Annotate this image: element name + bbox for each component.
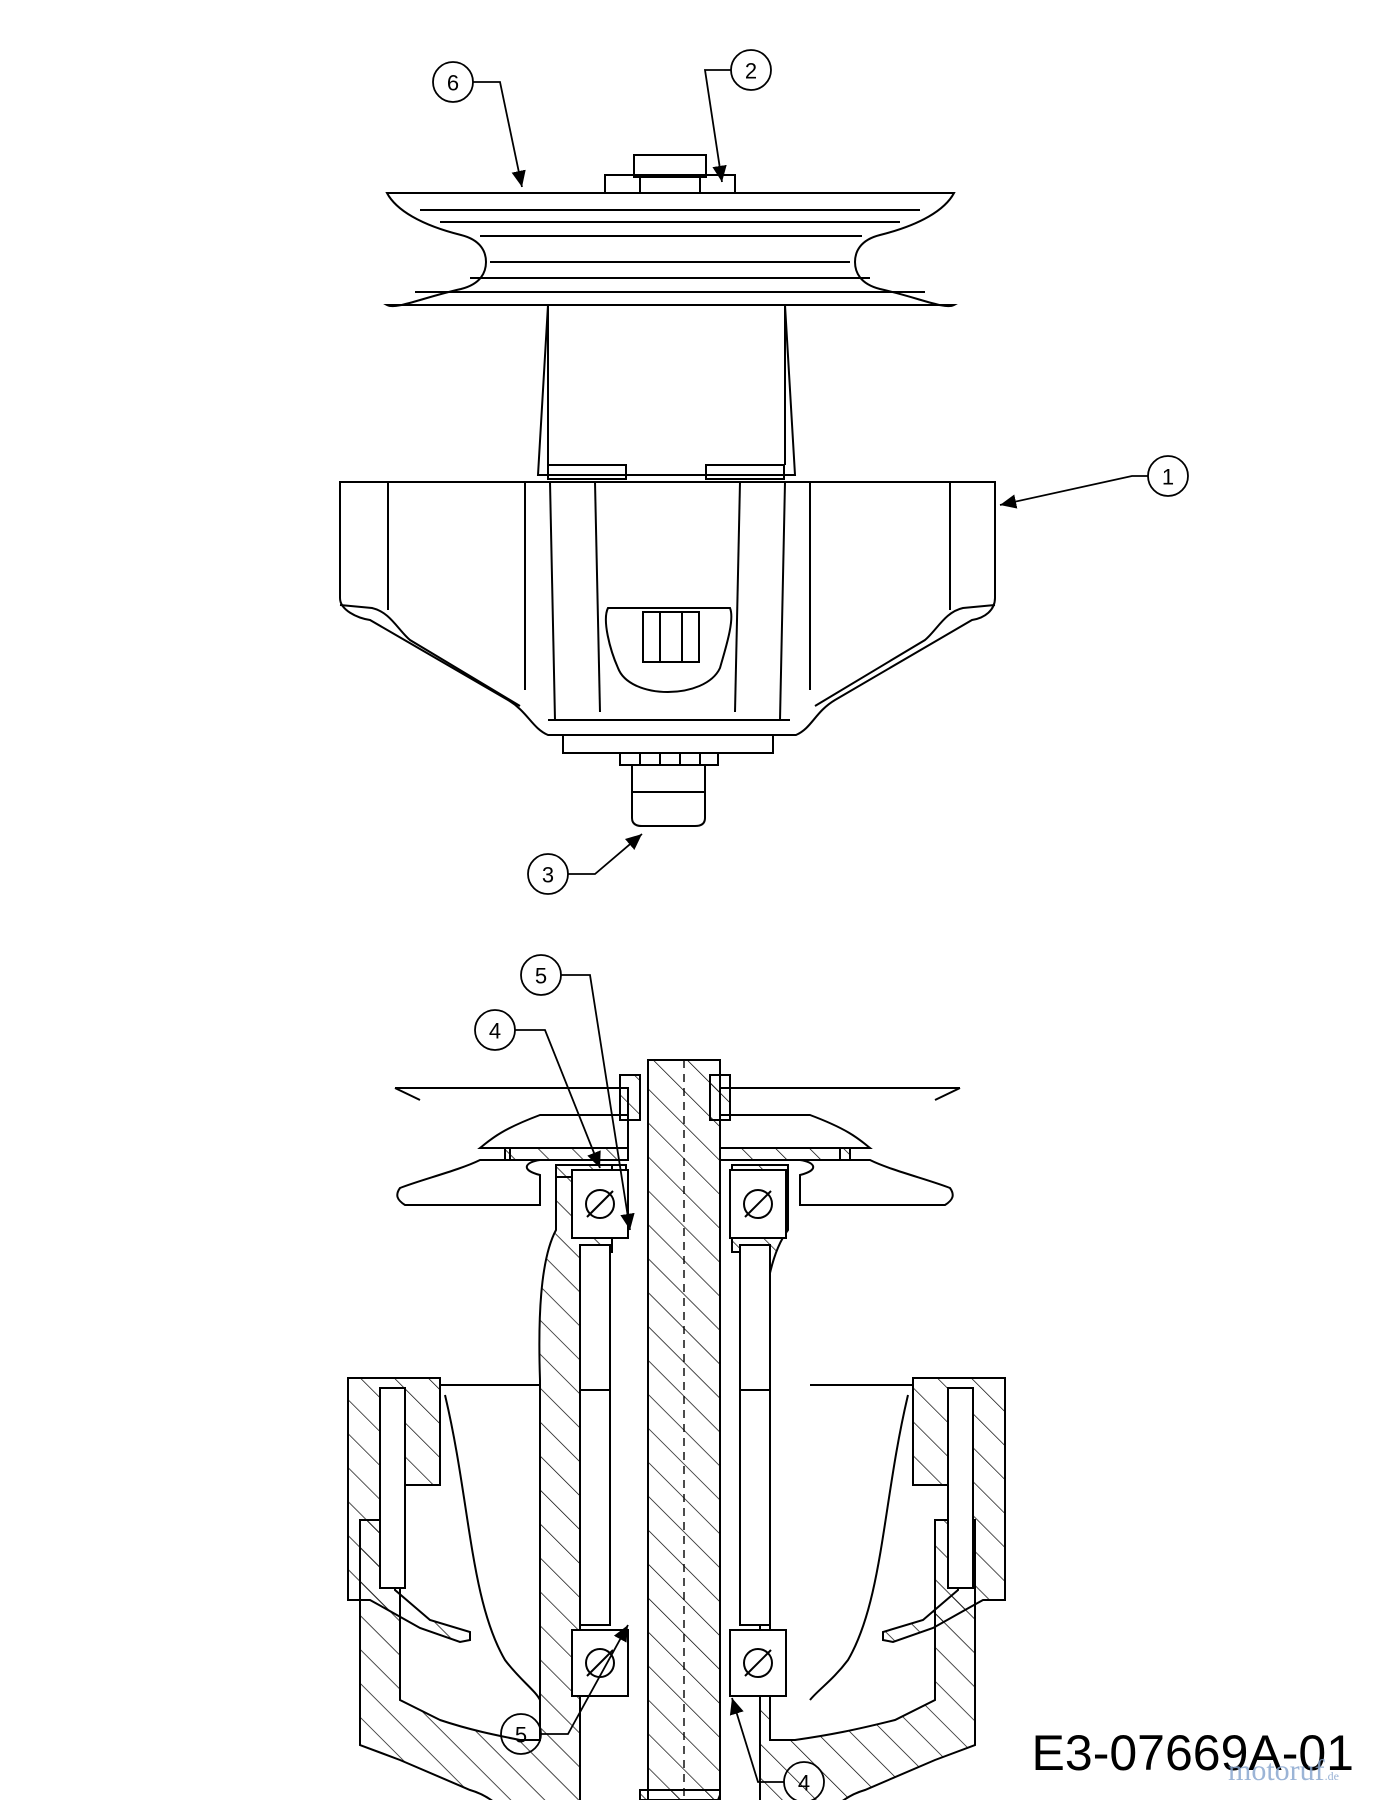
watermark-brand: motoruf bbox=[1228, 1754, 1325, 1787]
pulley bbox=[385, 192, 956, 308]
spindle-shaft-section bbox=[639, 1059, 721, 1800]
upper-bearing-right bbox=[729, 1169, 787, 1239]
callout-6: 6 bbox=[432, 61, 526, 188]
callout-1: 1 bbox=[999, 455, 1189, 509]
callout-label-3: 3 bbox=[542, 863, 554, 888]
spindle-housing bbox=[339, 481, 996, 736]
callout-label-5-top: 5 bbox=[535, 964, 547, 989]
callout-3: 3 bbox=[527, 833, 643, 895]
callout-4-bottom: 4 bbox=[729, 1697, 825, 1800]
callout-label-2: 2 bbox=[745, 59, 757, 84]
watermark-suffix: .de bbox=[1324, 1769, 1339, 1783]
callout-label-5-bottom: 5 bbox=[515, 1723, 527, 1748]
upper-bearing-left bbox=[571, 1169, 629, 1239]
watermark-logo: motoruf.de bbox=[1228, 1754, 1339, 1788]
lower-bearing-right bbox=[729, 1629, 787, 1697]
housing-section-left bbox=[347, 1164, 627, 1800]
callout-2: 2 bbox=[703, 49, 772, 183]
callouts: 6 2 1 3 5 4 bbox=[432, 49, 1189, 1800]
housing-section-right bbox=[731, 1164, 1006, 1800]
exterior-view bbox=[339, 154, 996, 827]
callout-label-4-bottom: 4 bbox=[798, 1771, 810, 1796]
drawing-number: E3-07669A-01 bbox=[1031, 1725, 1354, 1781]
callout-4-top: 4 bbox=[474, 1009, 601, 1169]
callout-5-top: 5 bbox=[520, 954, 635, 1231]
nut bbox=[604, 154, 736, 194]
spindle-shaft-bottom bbox=[562, 734, 774, 827]
callout-label-4-top: 4 bbox=[489, 1019, 501, 1044]
section-view bbox=[347, 1059, 1006, 1800]
spacer-tubes bbox=[579, 1244, 771, 1626]
callout-label-6: 6 bbox=[447, 71, 459, 96]
callout-5-bottom: 5 bbox=[500, 1624, 629, 1755]
callout-label-1: 1 bbox=[1162, 465, 1174, 490]
